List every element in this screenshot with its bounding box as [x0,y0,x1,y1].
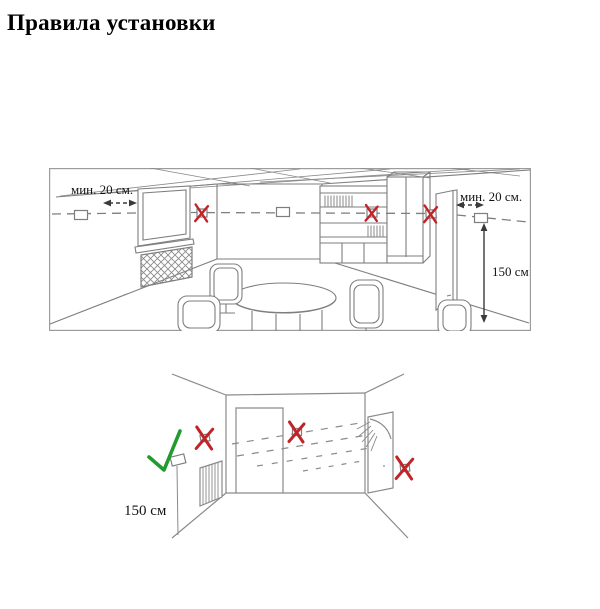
open-door-panel [356,411,394,494]
office-room-illustration: мин. 20 см. мин. 20 см. 150 см [49,168,531,331]
installation-rules-corner-figure: 150 см [110,365,455,550]
min-distance-label-left: мин. 20 см. [71,182,133,197]
top-markers-layer [73,203,489,224]
round-table [231,282,337,331]
min-distance-arrow-left [103,199,137,207]
installation-rules-room-figure: мин. 20 см. мин. 20 см. 150 см [49,168,531,331]
correct-position-check-icon [147,429,182,472]
draft-dashed-lines [231,421,371,472]
books [324,195,384,237]
window [134,185,195,254]
min-distance-label-right: мин. 20 см. [460,189,522,204]
bookshelf [319,171,432,264]
sensor-marker [169,453,187,467]
wrong-position-x-icon [394,455,415,481]
wrong-position-x-icon [364,203,379,223]
wrong-position-x-icon [287,420,306,444]
sensor-marker [73,209,89,221]
office-chairs [177,263,472,331]
mount-height-label-top: 150 см [492,264,529,279]
room-line-art [49,168,531,331]
wrong-position-x-icon [423,204,439,224]
page-title: Правила установки [7,10,216,35]
wrong-position-x-icon [193,203,210,223]
wrong-position-x-icon [194,425,215,451]
height-measure-line [176,465,179,536]
min-distance-arrow-right [456,201,484,209]
back-wall-door [235,407,284,493]
corner-line-art [171,373,409,539]
mounting-height-dashed-line [51,211,529,223]
sensor-marker [275,206,291,218]
mount-height-label-bottom: 150 см [124,503,167,519]
draft-fan-lines [356,421,378,452]
radiator-grille [140,246,193,288]
radiator [199,460,223,507]
bottom-markers-layer [147,420,415,481]
sensor-marker [473,212,489,224]
height-arrow [480,223,488,323]
room-corner-illustration: 150 см [124,373,415,539]
door-handle-dot [383,465,385,467]
